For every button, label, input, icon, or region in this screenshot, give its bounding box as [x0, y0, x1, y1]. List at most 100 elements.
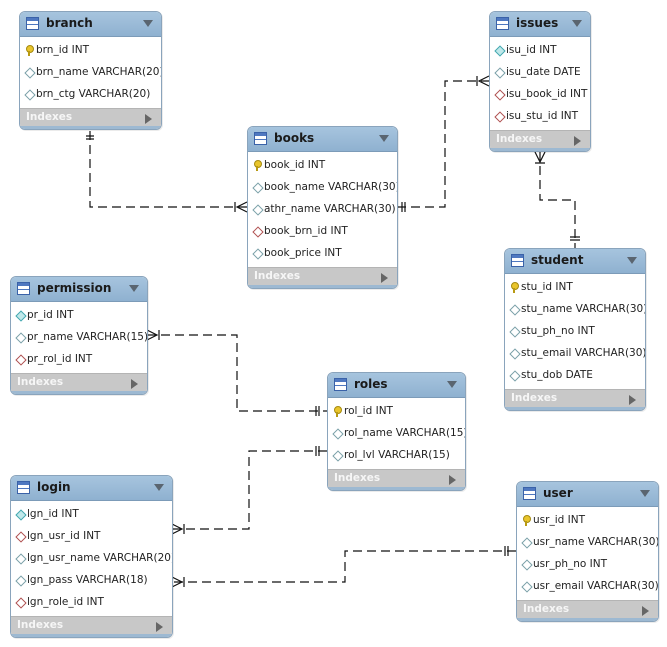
- expand-arrow-icon[interactable]: [449, 475, 456, 485]
- table-header[interactable]: user: [517, 482, 658, 507]
- column-row[interactable]: isu_book_id INT: [490, 83, 590, 105]
- table-branch[interactable]: branch brn_id INT brn_name VARCHAR(20) b…: [19, 11, 162, 130]
- column-row[interactable]: stu_id INT: [505, 276, 645, 298]
- table-icon: [17, 481, 30, 494]
- column-row[interactable]: pr_name VARCHAR(15): [11, 326, 147, 348]
- collapse-toggle-icon[interactable]: [572, 20, 582, 27]
- column-row[interactable]: athr_name VARCHAR(30): [248, 198, 397, 220]
- collapse-toggle-icon[interactable]: [447, 381, 457, 388]
- column-label: book_brn_id INT: [264, 225, 348, 237]
- expand-arrow-icon[interactable]: [574, 136, 581, 146]
- column-row[interactable]: isu_stu_id INT: [490, 105, 590, 127]
- column-row[interactable]: lgn_role_id INT: [11, 591, 172, 613]
- indexes-section[interactable]: Indexes: [505, 389, 645, 410]
- column-list: usr_id INT usr_name VARCHAR(30) usr_ph_n…: [517, 507, 658, 600]
- column-row[interactable]: stu_email VARCHAR(30): [505, 342, 645, 364]
- column-row[interactable]: lgn_usr_id INT: [11, 525, 172, 547]
- indexes-label: Indexes: [523, 603, 570, 615]
- table-books[interactable]: books book_id INT book_name VARCHAR(30) …: [247, 126, 398, 289]
- table-title: permission: [37, 281, 112, 295]
- column-row[interactable]: rol_name VARCHAR(15): [328, 422, 465, 444]
- indexes-section[interactable]: Indexes: [20, 108, 161, 129]
- column-row[interactable]: brn_ctg VARCHAR(20): [20, 83, 161, 105]
- column-row[interactable]: lgn_pass VARCHAR(18): [11, 569, 172, 591]
- table-roles[interactable]: roles rol_id INT rol_name VARCHAR(15) ro…: [327, 372, 466, 491]
- collapse-toggle-icon[interactable]: [143, 20, 153, 27]
- column-label: isu_stu_id INT: [506, 110, 579, 122]
- table-header[interactable]: books: [248, 127, 397, 152]
- column-diamond-icon: [253, 249, 262, 258]
- column-row[interactable]: book_brn_id INT: [248, 220, 397, 242]
- column-label: brn_id INT: [36, 44, 89, 56]
- table-header[interactable]: login: [11, 476, 172, 501]
- column-row[interactable]: book_price INT: [248, 242, 397, 264]
- column-row[interactable]: pr_rol_id INT: [11, 348, 147, 370]
- indexes-section[interactable]: Indexes: [11, 616, 172, 637]
- collapse-toggle-icon[interactable]: [379, 135, 389, 142]
- column-label: lgn_usr_id INT: [27, 530, 101, 542]
- expand-arrow-icon[interactable]: [642, 606, 649, 616]
- expand-arrow-icon[interactable]: [381, 273, 388, 283]
- table-student[interactable]: student stu_id INT stu_name VARCHAR(30) …: [504, 248, 646, 411]
- table-title: books: [274, 131, 315, 145]
- collapse-toggle-icon[interactable]: [154, 484, 164, 491]
- column-row[interactable]: lgn_id INT: [11, 503, 172, 525]
- collapse-toggle-icon[interactable]: [129, 285, 139, 292]
- column-row[interactable]: stu_name VARCHAR(30): [505, 298, 645, 320]
- column-row[interactable]: rol_lvl VARCHAR(15): [328, 444, 465, 466]
- indexes-section[interactable]: Indexes: [517, 600, 658, 621]
- collapse-toggle-icon[interactable]: [627, 257, 637, 264]
- column-diamond-icon: [510, 305, 519, 314]
- table-header[interactable]: student: [505, 249, 645, 274]
- column-row[interactable]: isu_date DATE: [490, 61, 590, 83]
- column-label: rol_lvl VARCHAR(15): [344, 449, 450, 461]
- column-row[interactable]: brn_name VARCHAR(20): [20, 61, 161, 83]
- table-header[interactable]: roles: [328, 373, 465, 398]
- table-icon: [26, 17, 39, 30]
- column-row[interactable]: usr_email VARCHAR(30): [517, 575, 658, 597]
- expand-arrow-icon[interactable]: [131, 379, 138, 389]
- column-diamond-icon: [16, 333, 25, 342]
- column-label: usr_email VARCHAR(30): [533, 580, 659, 592]
- column-row[interactable]: pr_id INT: [11, 304, 147, 326]
- column-row[interactable]: isu_id INT: [490, 39, 590, 61]
- column-label: isu_date DATE: [506, 66, 581, 78]
- primary-key-icon: [25, 45, 34, 56]
- expand-arrow-icon[interactable]: [629, 395, 636, 405]
- column-row[interactable]: brn_id INT: [20, 39, 161, 61]
- column-row[interactable]: stu_dob DATE: [505, 364, 645, 386]
- column-row[interactable]: rol_id INT: [328, 400, 465, 422]
- column-row[interactable]: stu_ph_no INT: [505, 320, 645, 342]
- table-header[interactable]: permission: [11, 277, 147, 302]
- expand-arrow-icon[interactable]: [145, 114, 152, 124]
- indexes-section[interactable]: Indexes: [11, 373, 147, 394]
- table-header[interactable]: issues: [490, 12, 590, 37]
- column-row[interactable]: book_id INT: [248, 154, 397, 176]
- table-permission[interactable]: permission pr_id INT pr_name VARCHAR(15)…: [10, 276, 148, 395]
- column-row[interactable]: book_name VARCHAR(30): [248, 176, 397, 198]
- primary-key-icon: [333, 406, 342, 417]
- primary-key-icon: [522, 515, 531, 526]
- indexes-label: Indexes: [511, 392, 558, 404]
- table-icon: [17, 282, 30, 295]
- column-row[interactable]: usr_ph_no INT: [517, 553, 658, 575]
- column-label: stu_dob DATE: [521, 369, 593, 381]
- indexes-section[interactable]: Indexes: [248, 267, 397, 288]
- primary-key-icon: [253, 160, 262, 171]
- column-diamond-icon: [522, 582, 531, 591]
- indexes-section[interactable]: Indexes: [490, 130, 590, 151]
- table-issues[interactable]: issues isu_id INT isu_date DATE isu_book…: [489, 11, 591, 152]
- notation-login-many-bottom: [171, 576, 185, 588]
- table-header[interactable]: branch: [20, 12, 161, 37]
- collapse-toggle-icon[interactable]: [640, 490, 650, 497]
- indexes-section[interactable]: Indexes: [328, 469, 465, 490]
- column-row[interactable]: lgn_usr_name VARCHAR(20): [11, 547, 172, 569]
- column-diamond-icon: [16, 554, 25, 563]
- foreign-key-diamond-icon: [495, 90, 504, 99]
- table-user[interactable]: user usr_id INT usr_name VARCHAR(30) usr…: [516, 481, 659, 622]
- column-diamond-icon: [253, 183, 262, 192]
- expand-arrow-icon[interactable]: [156, 622, 163, 632]
- column-row[interactable]: usr_name VARCHAR(30): [517, 531, 658, 553]
- column-row[interactable]: usr_id INT: [517, 509, 658, 531]
- table-login[interactable]: login lgn_id INT lgn_usr_id INT lgn_usr_…: [10, 475, 173, 638]
